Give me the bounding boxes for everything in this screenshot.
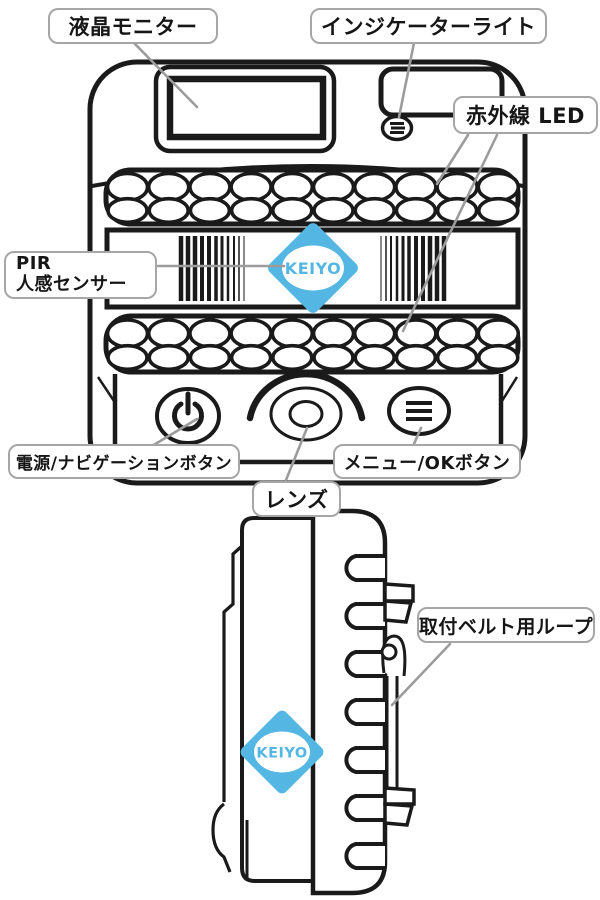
grip-ridges — [344, 554, 385, 870]
leader-power — [150, 417, 199, 448]
ir-led-top-circles — [105, 171, 521, 225]
label-infrared-led: 赤外線 LED — [453, 96, 598, 134]
power-button — [155, 387, 221, 445]
label-menu-ok-button: メニュー/OKボタン — [333, 444, 521, 479]
menu-ok-button — [387, 386, 451, 436]
leader-menu — [411, 426, 423, 448]
label-belt-loop: 取付ベルト用ループ — [417, 607, 595, 643]
pir-label-line2: 人感センサー — [16, 274, 127, 295]
lens — [246, 370, 366, 442]
belt-loop — [380, 582, 416, 827]
label-pir-sensor: PIR 人感センサー — [4, 251, 157, 299]
label-power-nav-button: 電源/ナビゲーションボタン — [8, 444, 240, 479]
corner-crease-right — [500, 376, 519, 402]
side-front-profile — [211, 544, 249, 878]
side-view: KEIYO — [211, 508, 416, 896]
ir-led-bottom-circles — [105, 318, 521, 372]
label-indicator-light: インジケーターライト — [310, 8, 547, 44]
leader-indicator — [397, 41, 416, 119]
label-lens: レンズ — [252, 481, 341, 517]
keiyo-logo-front: KEIYO — [268, 223, 358, 313]
label-lcd-monitor: 液晶モニター — [48, 8, 218, 44]
camera-body-side-front-half — [240, 516, 313, 883]
indicator-light — [380, 114, 414, 142]
leader-lines — [132, 41, 499, 707]
lens-housing-arc — [246, 370, 366, 422]
leader-ir-led-bottom — [401, 133, 499, 333]
strap-hole — [380, 643, 398, 661]
keiyo-logo-text: KEIYO — [285, 259, 341, 278]
leader-lcd — [132, 41, 199, 109]
leader-ir-led-top — [435, 133, 470, 186]
lcd-screen — [166, 75, 327, 141]
keiyo-logo-text-side: KEIYO — [256, 746, 307, 762]
belt-channel — [385, 676, 399, 788]
leader-belt-loop — [390, 642, 452, 707]
leader-lens — [284, 426, 309, 482]
menu-icon — [406, 401, 432, 421]
power-icon — [172, 391, 204, 432]
lens-bump — [211, 802, 232, 873]
corner-crease-left — [96, 376, 116, 402]
keiyo-logo-side: KEIYO — [240, 710, 324, 794]
pir-label-line1: PIR — [16, 253, 52, 275]
